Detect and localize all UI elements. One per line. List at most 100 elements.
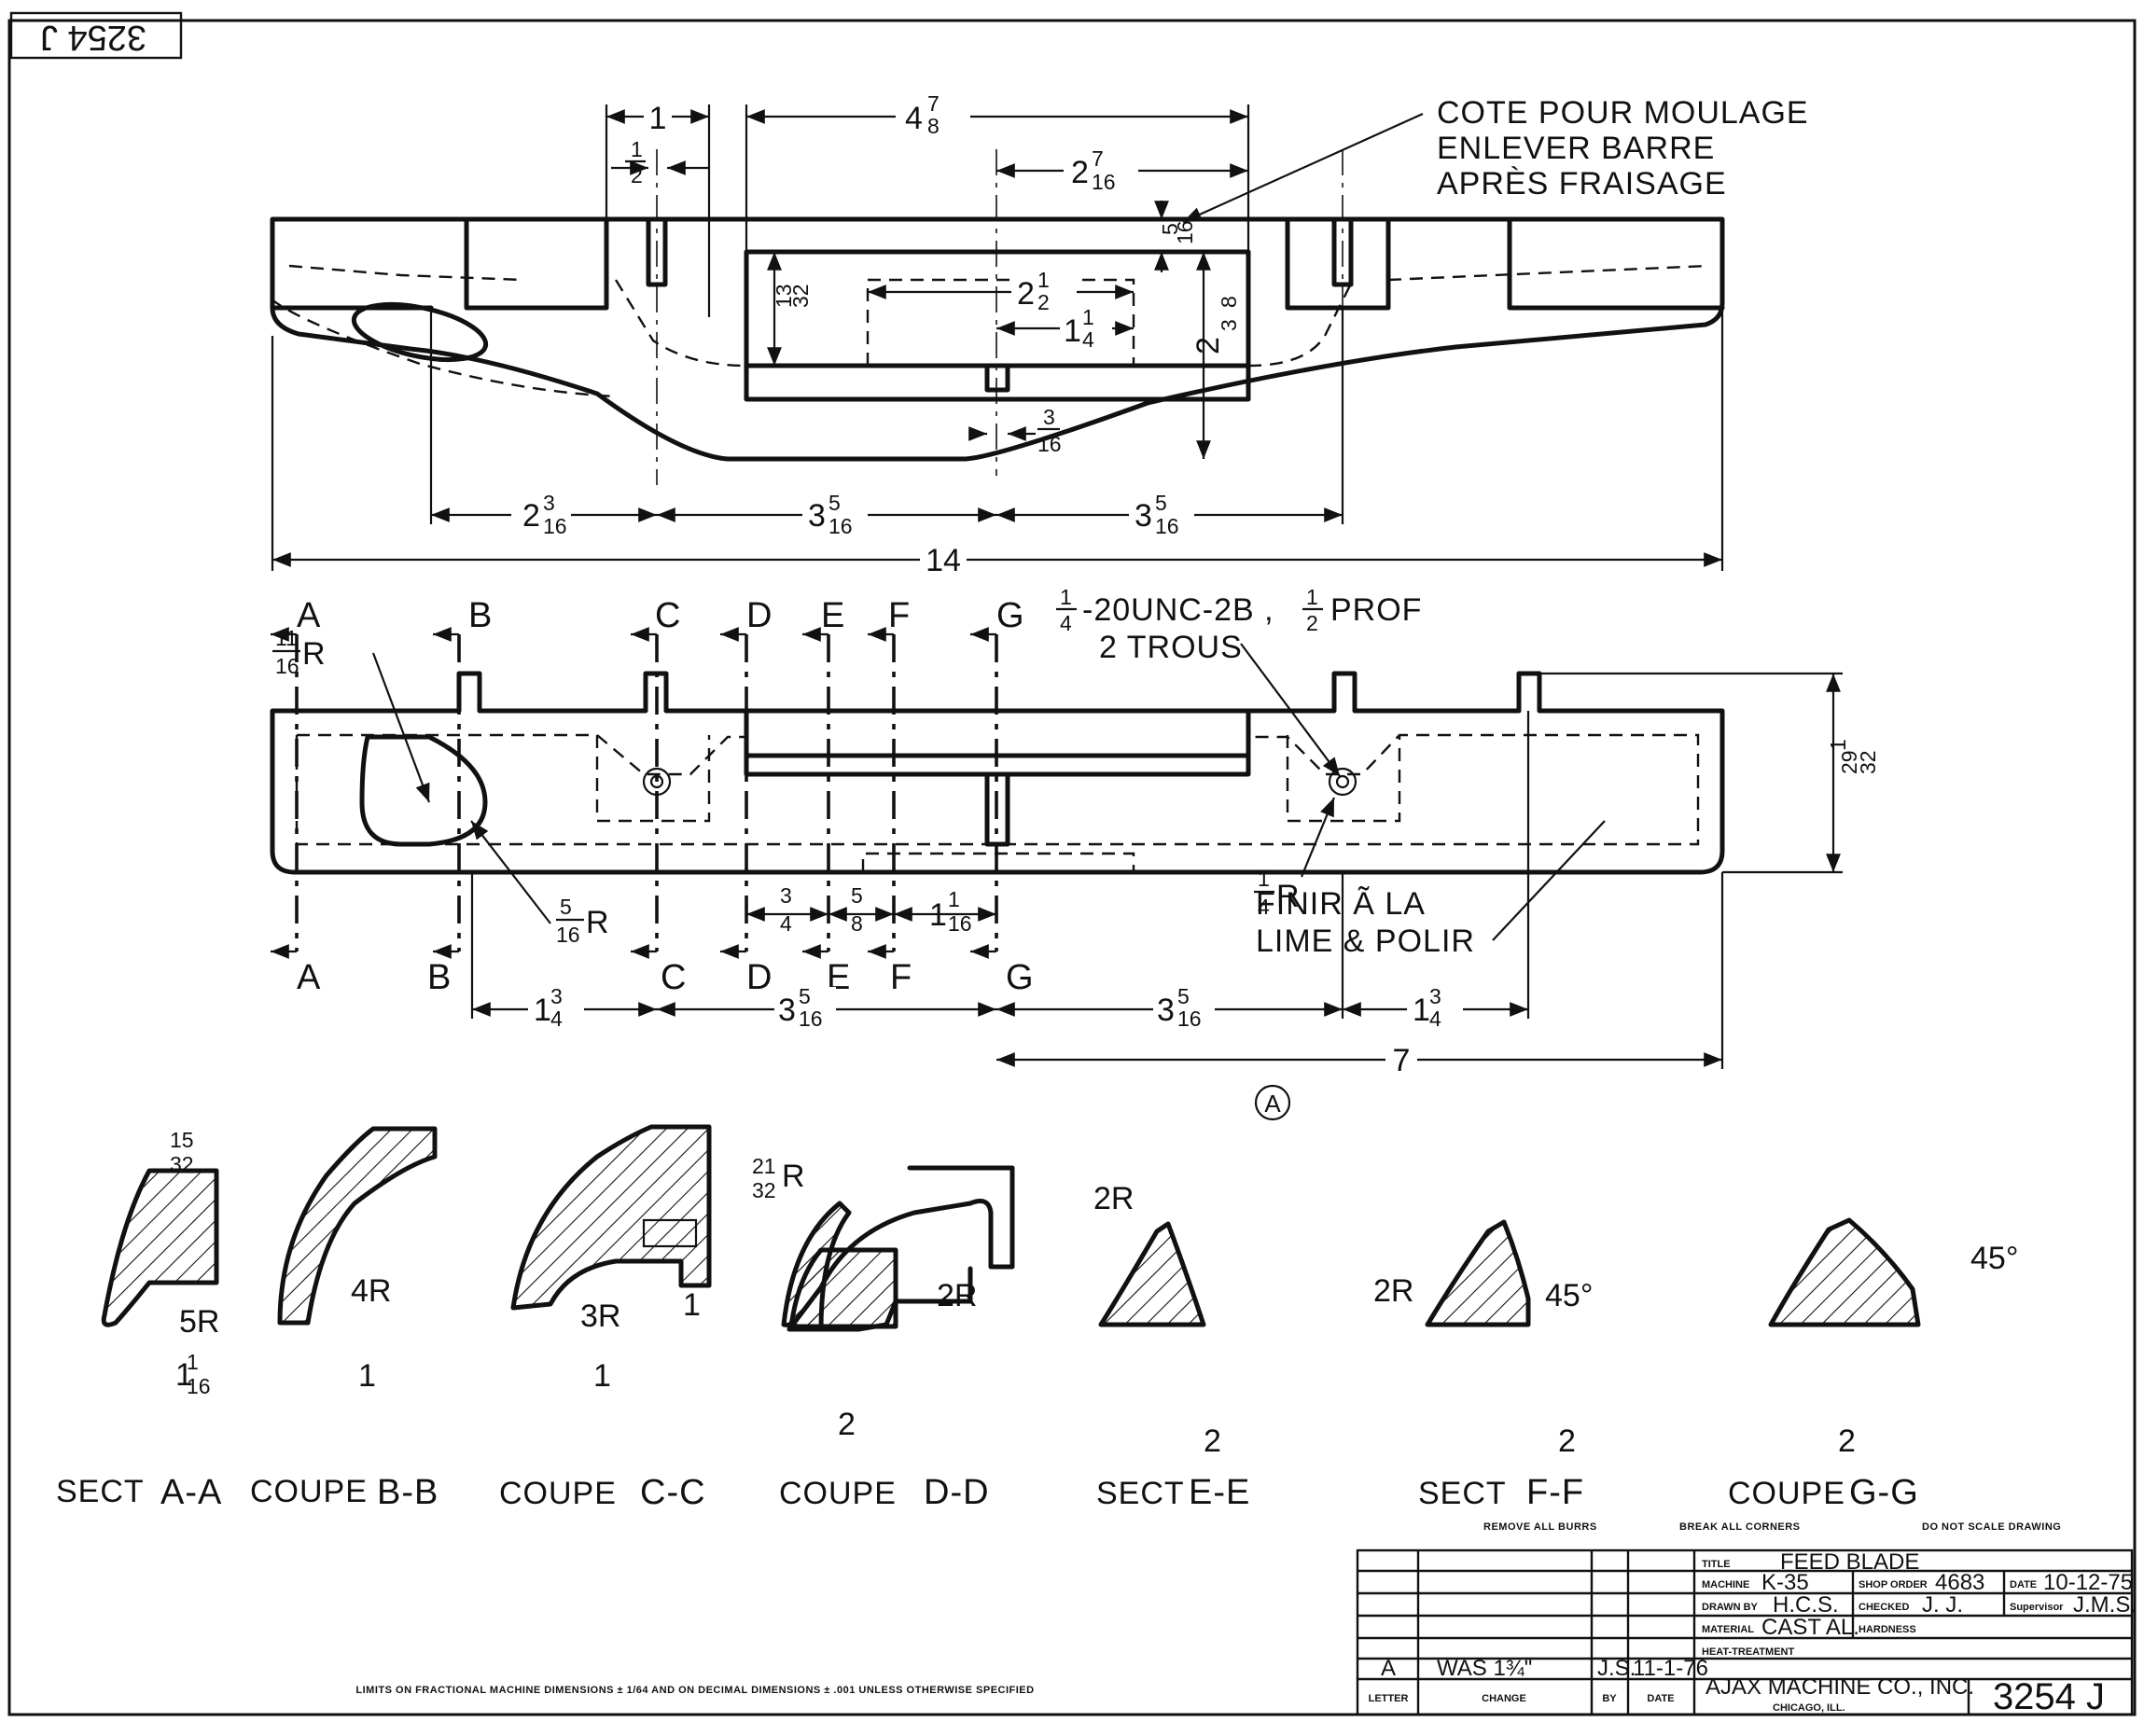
supervisor-label: Supervisor: [2010, 1602, 2064, 1613]
svg-text:32: 32: [170, 1152, 194, 1176]
dim-1-slot: 1: [649, 101, 667, 136]
machine-label: MACHINE: [1702, 1579, 1749, 1590]
date-label: DATE: [2010, 1579, 2037, 1590]
svg-text:32: 32: [752, 1178, 776, 1202]
cut-letter-f-bottom: F: [890, 958, 912, 997]
dim-3-5-16-mid: 3: [778, 993, 796, 1028]
svg-text:1: 1: [1258, 867, 1270, 891]
section-aa-prefix: SECT: [56, 1474, 145, 1509]
label-ff-angle: 45°: [1545, 1278, 1593, 1313]
drawn-by-label: DRAWN BY: [1702, 1602, 1759, 1613]
dim-3-5-16-right2: 3: [1157, 993, 1175, 1028]
label-11-16-r: R: [302, 636, 326, 672]
drawing-title: FEED BLADE: [1780, 1549, 1919, 1575]
header-note-corners: BREAK ALL CORNERS: [1679, 1521, 1801, 1533]
cut-letter-e-top: E: [821, 596, 845, 635]
dim-3-5-16-right: 3: [1135, 498, 1152, 534]
svg-text:4: 4: [1258, 895, 1270, 919]
title-label: TITLE: [1702, 1559, 1731, 1570]
rev-header-letter: LETTER: [1369, 1693, 1409, 1704]
machine-value: K-35: [1761, 1570, 1809, 1595]
dim-4-7-8: 4: [905, 101, 923, 136]
label-gg-angle: 45°: [1970, 1241, 2018, 1276]
dim-ff-2-7-16: 2: [1558, 1424, 1576, 1459]
corner-stamp: 3254 J: [9, 11, 183, 60]
svg-text:2: 2: [631, 163, 643, 187]
section-aa-label: A-A: [160, 1473, 222, 1512]
front-view: 14 2 316 3 516 3 516 1 12 4 78 2 716: [270, 91, 1809, 578]
svg-text:15: 15: [170, 1128, 194, 1152]
svg-text:1: 1: [1037, 268, 1050, 292]
svg-text:1: 1: [1826, 739, 1850, 751]
svg-text:16: 16: [556, 923, 580, 947]
svg-text:4: 4: [1429, 1007, 1441, 1031]
svg-text:16: 16: [275, 654, 299, 678]
dim-2-3-8: 2: [1190, 337, 1226, 354]
cut-letter-d-bottom: D: [746, 958, 773, 997]
svg-text:16: 16: [799, 1007, 823, 1031]
svg-text:5: 5: [1158, 223, 1182, 235]
dim-3-5-16-left: 3: [808, 498, 826, 534]
section-ee-label: E-E: [1189, 1473, 1250, 1512]
dim-1-1-4: 1: [1064, 313, 1081, 349]
label-5-16-r: R: [586, 905, 609, 940]
drawn-by-value: H.C.S.: [1773, 1592, 1839, 1618]
svg-text:7: 7: [1092, 146, 1104, 171]
note-mould-1: COTE POUR MOULAGE: [1437, 95, 1809, 131]
svg-text:16: 16: [1173, 220, 1197, 244]
dim-2-1-2: 2: [1017, 276, 1035, 312]
note-tap-2: PROF: [1330, 592, 1422, 628]
dim-cc-1-4: 1: [683, 1287, 701, 1323]
dim-ee-2-7-16: 2: [1204, 1424, 1221, 1459]
header-note-scale: DO NOT SCALE DRAWING: [1922, 1521, 2061, 1533]
material-value: CAST AL.: [1761, 1615, 1859, 1640]
dim-cc-1-7-8: 1: [593, 1358, 611, 1394]
section-bb: 1 4R COUPE B-B: [250, 1126, 438, 1512]
svg-text:1: 1: [187, 1350, 199, 1374]
limits-note: LIMITS ON FRACTIONAL MACHINE DIMENSIONS …: [355, 1685, 1034, 1696]
svg-text:11: 11: [275, 626, 298, 650]
note-mould-3: APRÈS FRAISAGE: [1437, 166, 1727, 201]
label-aa-radius: 5R: [179, 1304, 219, 1340]
svg-text:13: 13: [772, 284, 796, 308]
svg-text:5: 5: [828, 491, 841, 515]
rev-header-date: DATE: [1647, 1693, 1674, 1704]
svg-text:1: 1: [948, 887, 960, 911]
checked-value: J. J.: [1922, 1592, 1963, 1618]
section-ff-label: F-F: [1526, 1473, 1584, 1512]
svg-text:2: 2: [1037, 290, 1050, 314]
svg-text:8: 8: [851, 911, 863, 936]
note-finish-1: FINIR Ã LA: [1256, 886, 1426, 922]
label-1-4-r: R: [1276, 879, 1300, 914]
cut-letter-g-top: G: [996, 596, 1025, 635]
cut-letter-a-top: A: [297, 596, 321, 635]
cut-letter-b-top: B: [468, 596, 493, 635]
note-tap-1: -20UNC-2B ,: [1082, 592, 1274, 628]
svg-text:1: 1: [1306, 585, 1318, 609]
svg-text:4: 4: [1060, 611, 1072, 635]
section-dd-label: D-D: [924, 1473, 990, 1512]
svg-text:1: 1: [1082, 305, 1094, 329]
svg-text:16: 16: [1155, 514, 1179, 538]
svg-text:3: 3: [543, 491, 555, 515]
note-tap-3: 2 TROUS: [1099, 630, 1243, 665]
svg-text:7: 7: [927, 91, 940, 116]
heat-treatment-label: HEAT-TREATMENT: [1702, 1646, 1794, 1658]
cut-letter-c-bottom: C: [661, 958, 687, 997]
dim-7: 7: [1393, 1043, 1411, 1078]
section-ff: 2R 45° SECT F-F 2: [1373, 1219, 1593, 1512]
revision-change: WAS 1¾": [1437, 1656, 1532, 1681]
svg-text:3: 3: [1429, 984, 1441, 1008]
drawing-number: 3254 J: [1993, 1676, 2105, 1717]
dim-1-1-16-top: 1: [929, 897, 947, 933]
svg-text:16: 16: [1092, 170, 1116, 194]
svg-text:5: 5: [1155, 491, 1167, 515]
dim-2-3-16: 2: [522, 498, 540, 534]
section-bb-prefix: COUPE: [250, 1474, 368, 1509]
title-block: REMOVE ALL BURRS BREAK ALL CORNERS DO NO…: [1356, 1521, 2137, 1717]
checked-label: CHECKED: [1859, 1602, 1909, 1613]
cut-letter-g-bottom: G: [1006, 958, 1035, 997]
